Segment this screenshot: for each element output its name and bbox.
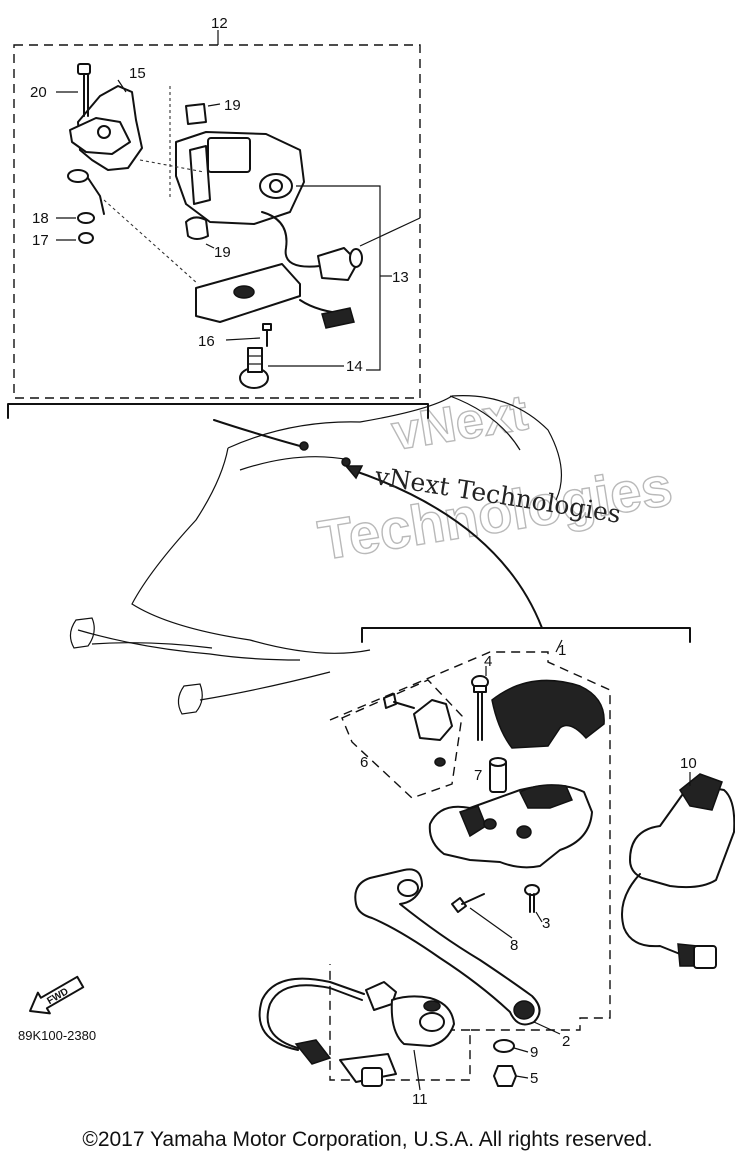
pointer-arrow-lower xyxy=(351,469,543,629)
group-12-bracket xyxy=(7,403,429,419)
callout-3: 3 xyxy=(542,915,550,932)
lower-group-bracket xyxy=(361,627,691,643)
callout-10: 10 xyxy=(680,755,697,772)
callout-14: 14 xyxy=(346,358,363,375)
assembly-group-12: 12 20 15 18 17 19 19 xyxy=(13,15,421,399)
screw-part-16 xyxy=(262,323,272,347)
callout-19-top: 19 xyxy=(224,97,241,114)
nut-part-5 xyxy=(493,1065,517,1087)
washer-part-9 xyxy=(493,1039,515,1053)
screw-part-8 xyxy=(451,893,485,913)
washer-part-18 xyxy=(77,212,95,224)
grommet-part-19-bottom xyxy=(185,216,209,240)
callout-6: 6 xyxy=(360,754,368,771)
relay-part-10 xyxy=(621,773,735,969)
handle-cap xyxy=(491,679,605,749)
callout-1: 1 xyxy=(558,642,566,659)
control-box-part-13 xyxy=(175,131,363,281)
nut-part-17 xyxy=(78,232,94,244)
bolt-part-20 xyxy=(77,63,91,117)
callout-4: 4 xyxy=(484,653,492,670)
callout-2: 2 xyxy=(562,1033,570,1050)
switch-part-11 xyxy=(258,977,455,1087)
assembly-group-1: 1 6 4 7 xyxy=(258,639,611,1108)
pointer-arrow-upper xyxy=(213,419,301,447)
watermark-outline: vNext Technologies xyxy=(313,383,677,572)
bolt-part-3 xyxy=(524,884,540,913)
lever-holder xyxy=(428,784,593,869)
bracket-part-15 xyxy=(67,85,143,215)
callout-9: 9 xyxy=(530,1044,538,1061)
clamp-part-6 xyxy=(413,699,453,741)
copyright-notice: ©2017 Yamaha Motor Corporation, U.S.A. A… xyxy=(82,1128,653,1151)
screw-part-6 xyxy=(383,693,415,709)
fwd-label: FWD xyxy=(45,986,70,1007)
bolt-part-14 xyxy=(239,347,269,389)
callout-11: 11 xyxy=(412,1091,428,1108)
snowmobile-outline xyxy=(69,395,562,715)
callout-19-bottom: 19 xyxy=(214,244,231,261)
arrow-head-icon xyxy=(344,465,364,480)
callout-7: 7 xyxy=(474,767,482,784)
diagram-reference-code: 89K100-2380 xyxy=(18,1028,97,1043)
callout-18: 18 xyxy=(32,210,49,227)
callout-8: 8 xyxy=(510,937,518,954)
callout-17: 17 xyxy=(32,232,49,249)
fwd-arrow-icon: FWD xyxy=(29,975,85,1015)
group-12-frame xyxy=(13,44,421,399)
callout-13: 13 xyxy=(392,269,409,286)
brake-lever-part-2 xyxy=(354,868,541,1026)
bolt-part-4 xyxy=(471,675,489,741)
group-6-frame xyxy=(341,679,463,799)
callout-16: 16 xyxy=(198,333,215,350)
callout-15: 15 xyxy=(129,65,146,82)
grommet-part-19-top xyxy=(185,103,207,125)
callout-12: 12 xyxy=(211,15,228,32)
callout-20: 20 xyxy=(30,84,47,101)
mounting-plate xyxy=(195,263,355,329)
callout-5: 5 xyxy=(530,1070,538,1087)
pin-part-7 xyxy=(489,757,507,793)
